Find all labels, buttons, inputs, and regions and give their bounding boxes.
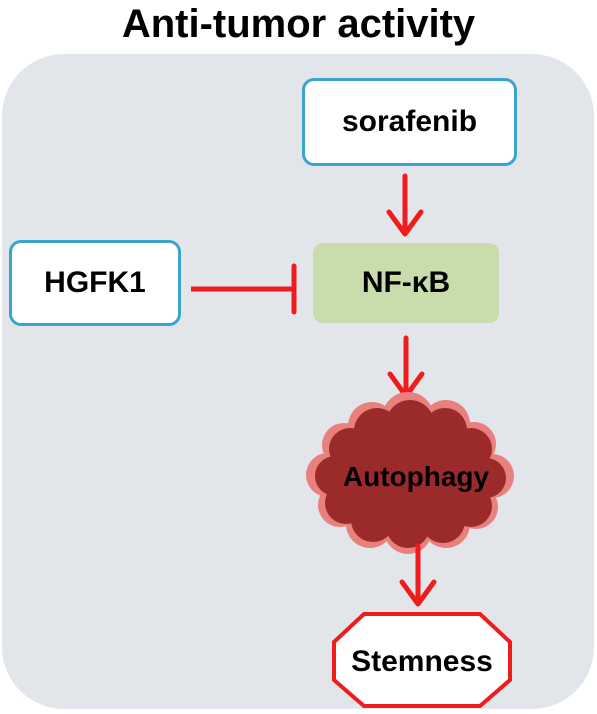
node-nfkb-label: NF-κB <box>361 266 451 299</box>
node-hgfk1-label: HGFK1 <box>44 266 146 299</box>
diagram-title: Anti-tumor activity <box>121 2 476 46</box>
arrow-nfkb-to-autophagy <box>387 335 425 399</box>
node-stemness-label: Stemness <box>351 645 493 678</box>
node-hgfk1: HGFK1 <box>9 240 181 326</box>
node-sorafenib-label: sorafenib <box>341 105 478 138</box>
node-nfkb: NF-κB <box>313 243 499 323</box>
node-autophagy-label: Autophagy <box>343 461 490 492</box>
arrow-autophagy-to-stemness <box>399 543 437 607</box>
stemness-octagon <box>332 612 512 708</box>
inhibition-hgfk1-to-nfkb <box>191 263 297 315</box>
arrow-sorafenib-to-nfkb <box>386 173 424 237</box>
node-stemness: Stemness <box>332 612 512 708</box>
node-autophagy: Autophagy <box>306 392 514 554</box>
autophagy-cloud-body <box>315 400 506 548</box>
node-sorafenib: sorafenib <box>302 78 517 166</box>
